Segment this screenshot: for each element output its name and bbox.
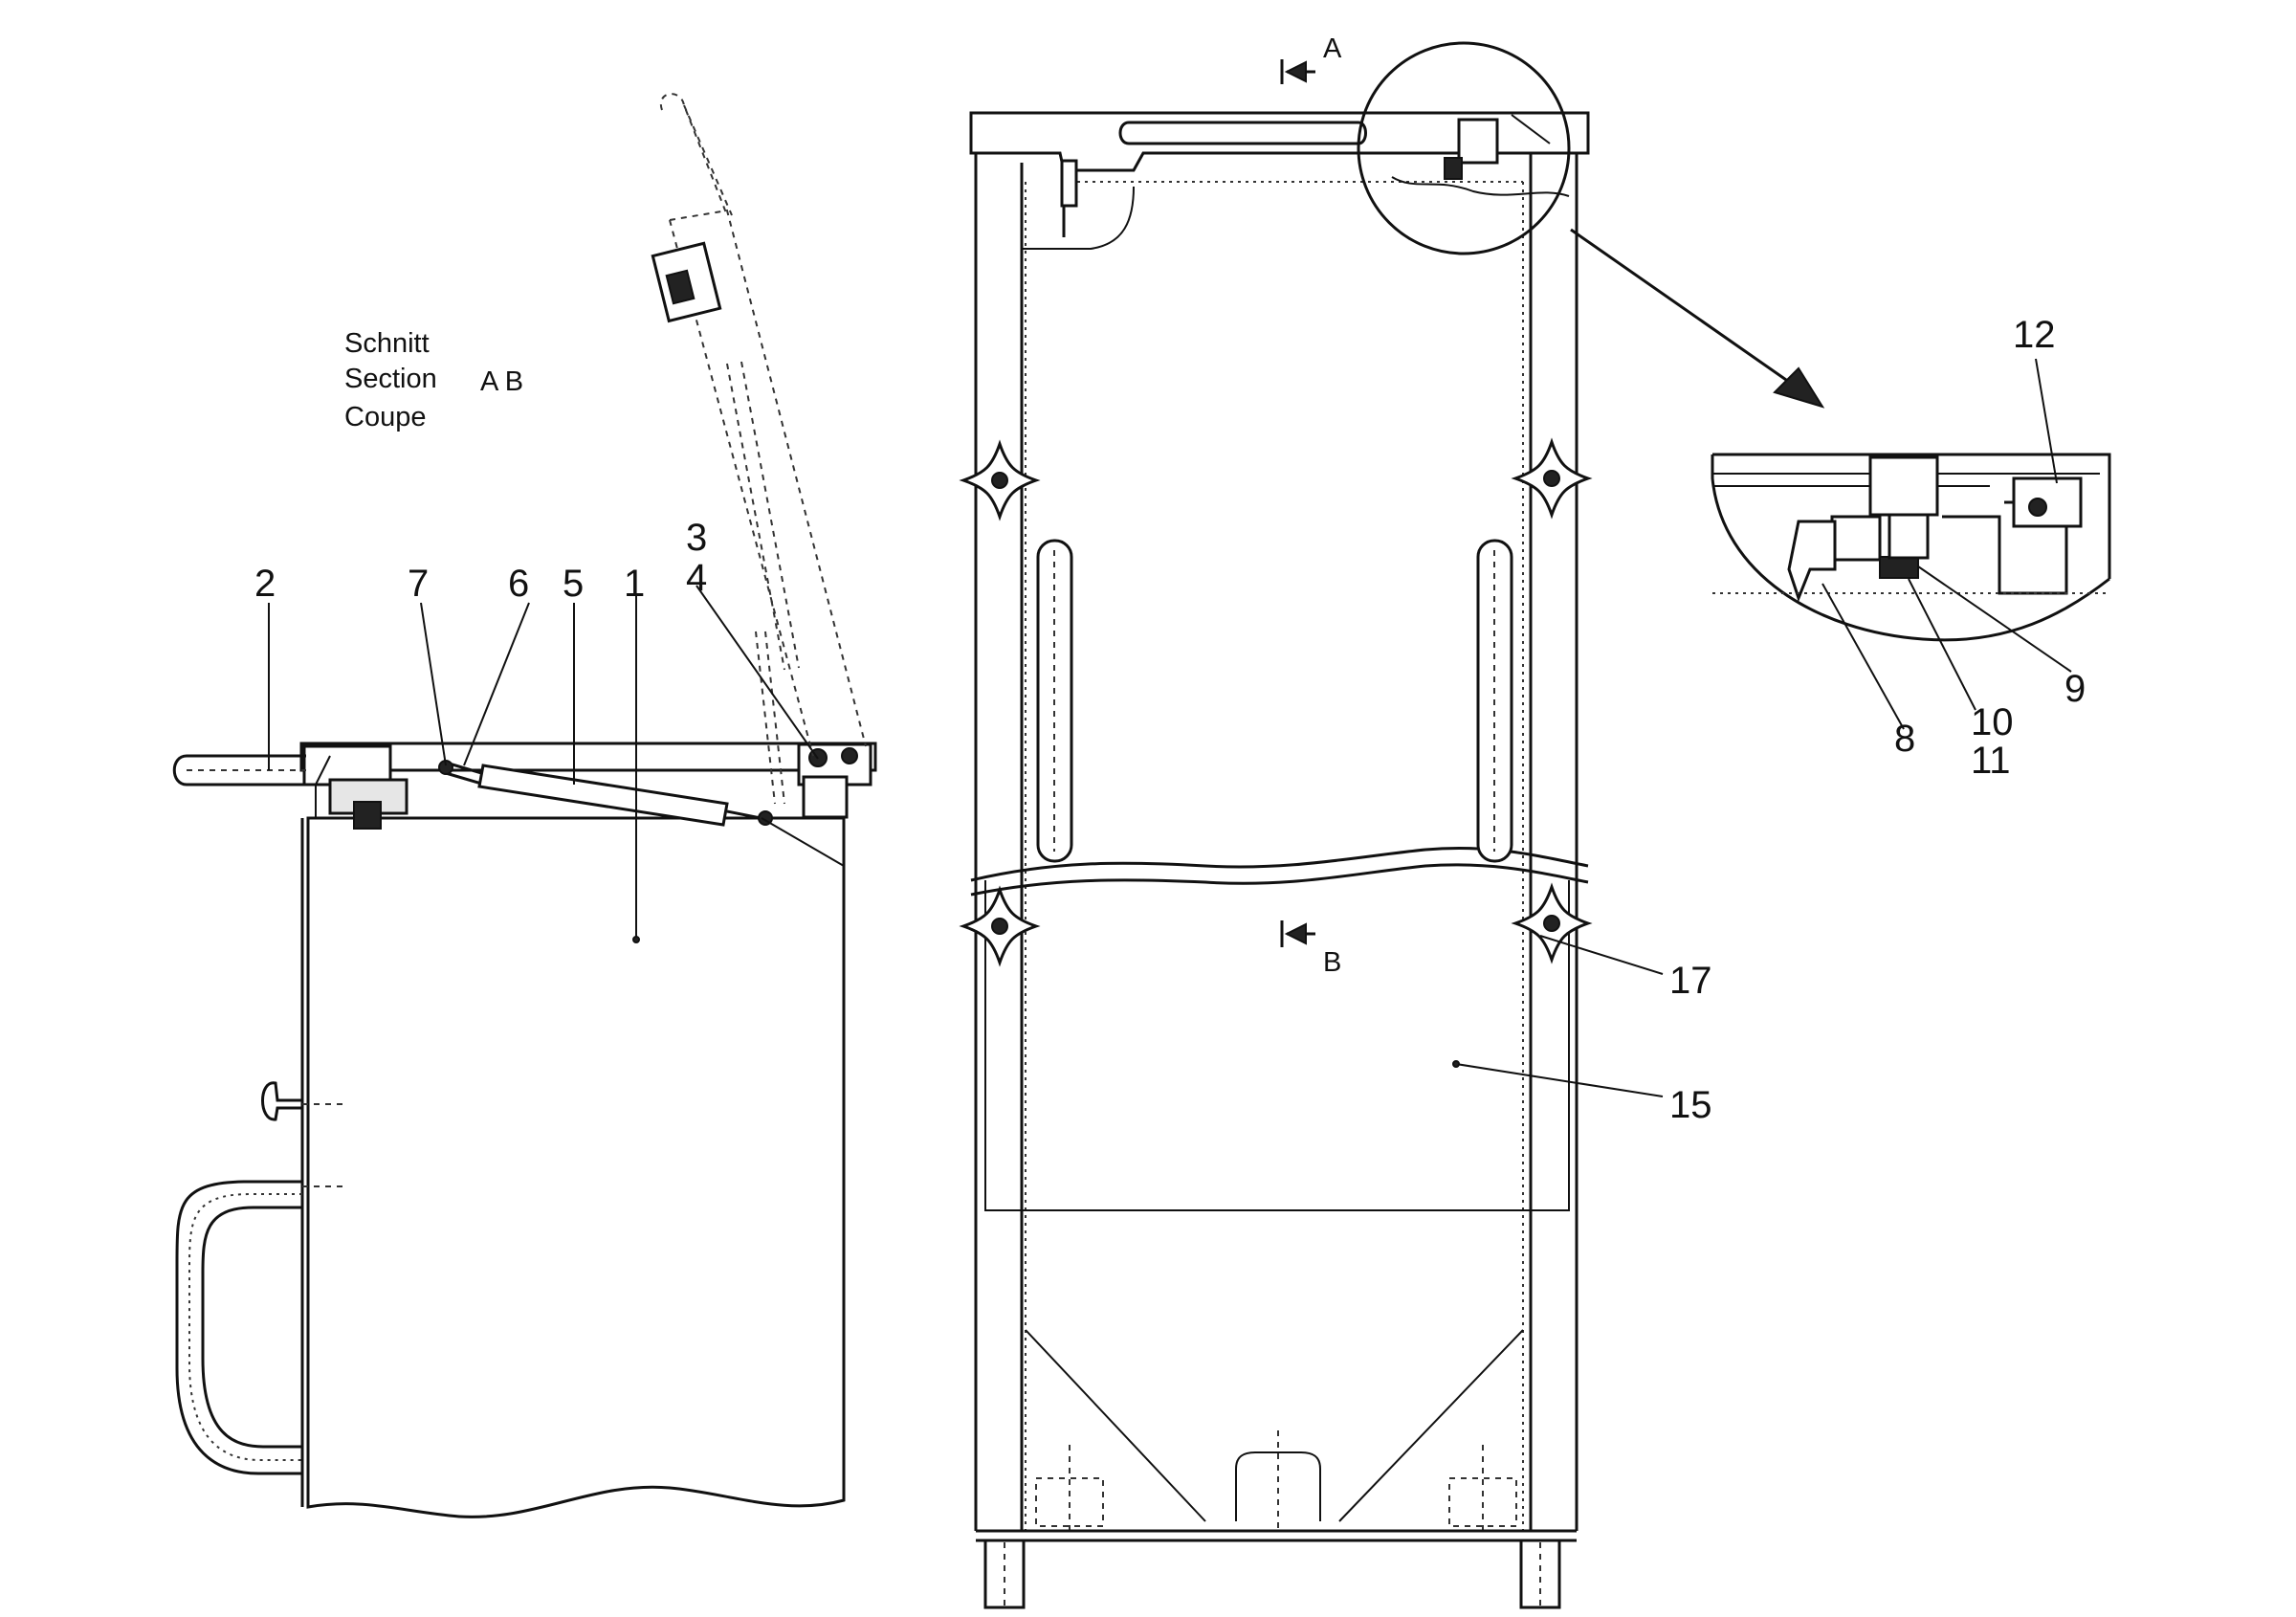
label-17: 17 bbox=[1669, 960, 1712, 1002]
cut-letter-a: A bbox=[1323, 33, 1342, 64]
label-2: 2 bbox=[254, 563, 276, 605]
label-4: 4 bbox=[686, 557, 707, 599]
section-view bbox=[172, 93, 877, 1518]
cut-letter-b: B bbox=[1323, 947, 1341, 978]
section-caption: Schnitt Section Coupe A B bbox=[344, 328, 523, 432]
detail-view bbox=[1711, 453, 2111, 642]
label-5: 5 bbox=[563, 563, 584, 605]
door-panel bbox=[984, 880, 1570, 1211]
label-8: 8 bbox=[1894, 718, 1915, 760]
caption-section: Section bbox=[344, 364, 437, 394]
label-15: 15 bbox=[1669, 1084, 1712, 1126]
label-1: 1 bbox=[624, 563, 645, 605]
tank-body bbox=[306, 816, 846, 1518]
lid-handle bbox=[172, 754, 306, 786]
part-labels: 2 7 6 5 1 3 4 12 9 8 10 11 17 15 bbox=[254, 314, 2086, 1126]
detail-arrow bbox=[1773, 366, 1825, 409]
label-3: 3 bbox=[686, 517, 707, 559]
carry-handle bbox=[175, 1180, 302, 1475]
star-knob-tr bbox=[1511, 437, 1593, 520]
foot-left bbox=[983, 1539, 1026, 1609]
side-latch bbox=[261, 1081, 302, 1121]
leader-lines bbox=[268, 358, 2072, 1097]
label-9: 9 bbox=[2064, 668, 2086, 710]
front-lid bbox=[969, 111, 1590, 172]
lid-frame bbox=[299, 742, 877, 772]
label-11: 11 bbox=[1971, 740, 2011, 782]
foot-right bbox=[1519, 1539, 1561, 1609]
cut-mark-a bbox=[1280, 59, 1315, 84]
label-12: 12 bbox=[2013, 314, 2056, 356]
gas-spring bbox=[438, 760, 773, 827]
label-6: 6 bbox=[508, 563, 529, 605]
caption-schnitt: Schnitt bbox=[344, 328, 430, 359]
lid-open-phantom bbox=[651, 93, 867, 805]
caption-coupe: Coupe bbox=[344, 402, 426, 432]
label-10: 10 bbox=[1971, 701, 2014, 743]
star-knob-tl bbox=[959, 439, 1041, 521]
caption-letters: A B bbox=[480, 366, 523, 397]
detail-circle bbox=[1357, 41, 1571, 255]
star-knob-br bbox=[1511, 882, 1593, 964]
cut-mark-b bbox=[1280, 920, 1315, 947]
star-knob-bl bbox=[959, 885, 1041, 967]
label-7: 7 bbox=[408, 563, 429, 605]
front-view bbox=[959, 41, 1825, 1609]
